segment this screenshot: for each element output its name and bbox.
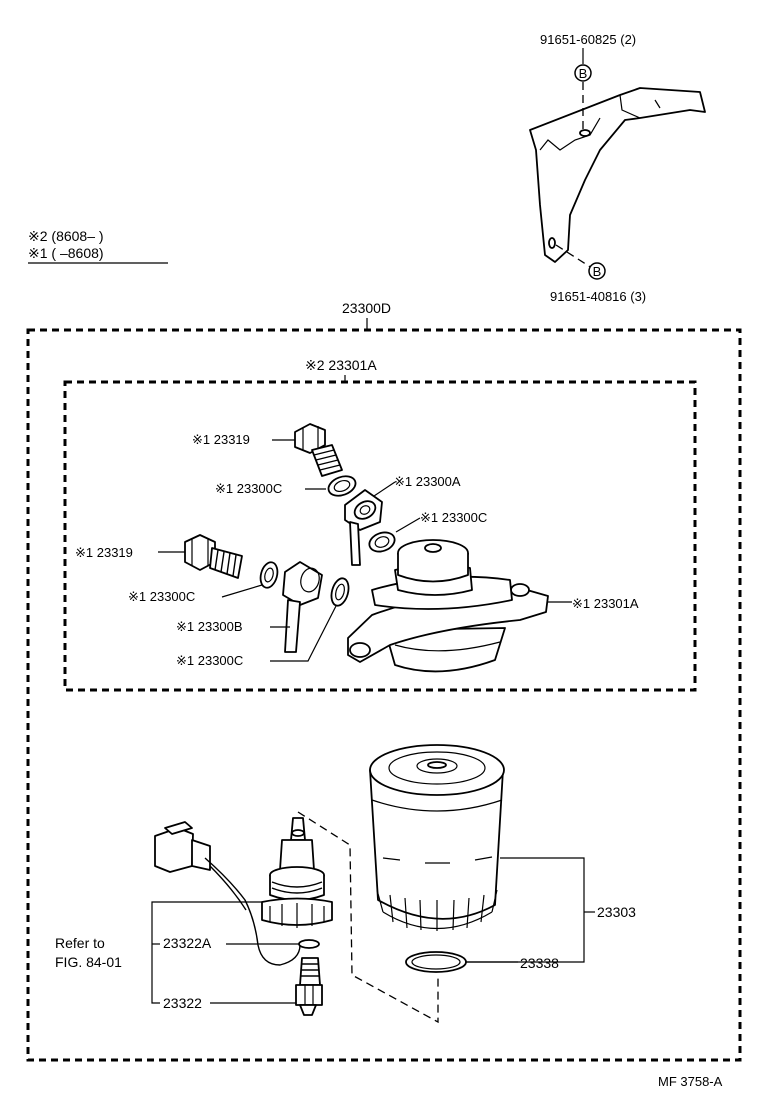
filter-head-icon	[347, 539, 549, 673]
label-23301A-assy: ※2 23301A	[305, 357, 377, 373]
gasket-upper-icon	[327, 475, 357, 497]
alignment-line	[297, 811, 439, 1024]
legend-line-2: ※1 ( –8608)	[28, 245, 104, 261]
inner-assembly-box	[63, 380, 697, 692]
label-23322A: 23322A	[163, 935, 212, 951]
figure-code: MF 3758-A	[658, 1074, 723, 1089]
union-bolt-upper-icon	[294, 423, 343, 477]
label-23301A: ※1 23301A	[572, 596, 639, 611]
union-upper-icon	[344, 489, 383, 566]
label-23300C-4: ※1 23300C	[176, 653, 243, 668]
sensor-plug-icon	[295, 957, 323, 1016]
bolt-marker-icon: B	[574, 64, 592, 82]
refer-fig-text: FIG. 84-01	[55, 954, 122, 970]
label-91651-40816: 91651-40816 (3)	[550, 289, 646, 304]
label-23300D: 23300D	[342, 300, 391, 316]
water-sensor-icon	[154, 817, 333, 966]
label-91651-60825: 91651-60825 (2)	[540, 32, 636, 47]
legend-line-1: ※2 (8608– )	[28, 228, 104, 244]
gasket-icon	[259, 561, 279, 589]
gasket-icon	[368, 531, 396, 553]
bolt-marker-icon: B	[588, 262, 606, 280]
union-lower-icon	[282, 561, 323, 653]
label-23300B: ※1 23300B	[176, 619, 243, 634]
label-23322: 23322	[163, 995, 202, 1011]
bolt-line-bottom	[555, 244, 593, 269]
mounting-bracket-icon	[529, 87, 706, 263]
union-bolt-lower-icon	[184, 534, 243, 579]
svg-text:B: B	[593, 264, 602, 279]
label-23300C-1: ※1 23300C	[215, 481, 282, 496]
label-23319-upper: ※1 23319	[192, 432, 250, 447]
svg-text:B: B	[579, 66, 588, 81]
label-23338: 23338	[520, 955, 559, 971]
label-23303: 23303	[597, 904, 636, 920]
refer-to-text: Refer to	[55, 935, 105, 951]
gasket-icon	[330, 577, 350, 607]
small-o-ring-icon	[298, 939, 320, 949]
fuel-filter-icon	[369, 744, 505, 931]
label-23319-lower: ※1 23319	[75, 545, 133, 560]
outer-assembly-box	[26, 328, 742, 1062]
label-23300C-2: ※1 23300C	[420, 510, 487, 525]
label-23300A: ※1 23300A	[394, 474, 461, 489]
label-23300C-3: ※1 23300C	[128, 589, 195, 604]
